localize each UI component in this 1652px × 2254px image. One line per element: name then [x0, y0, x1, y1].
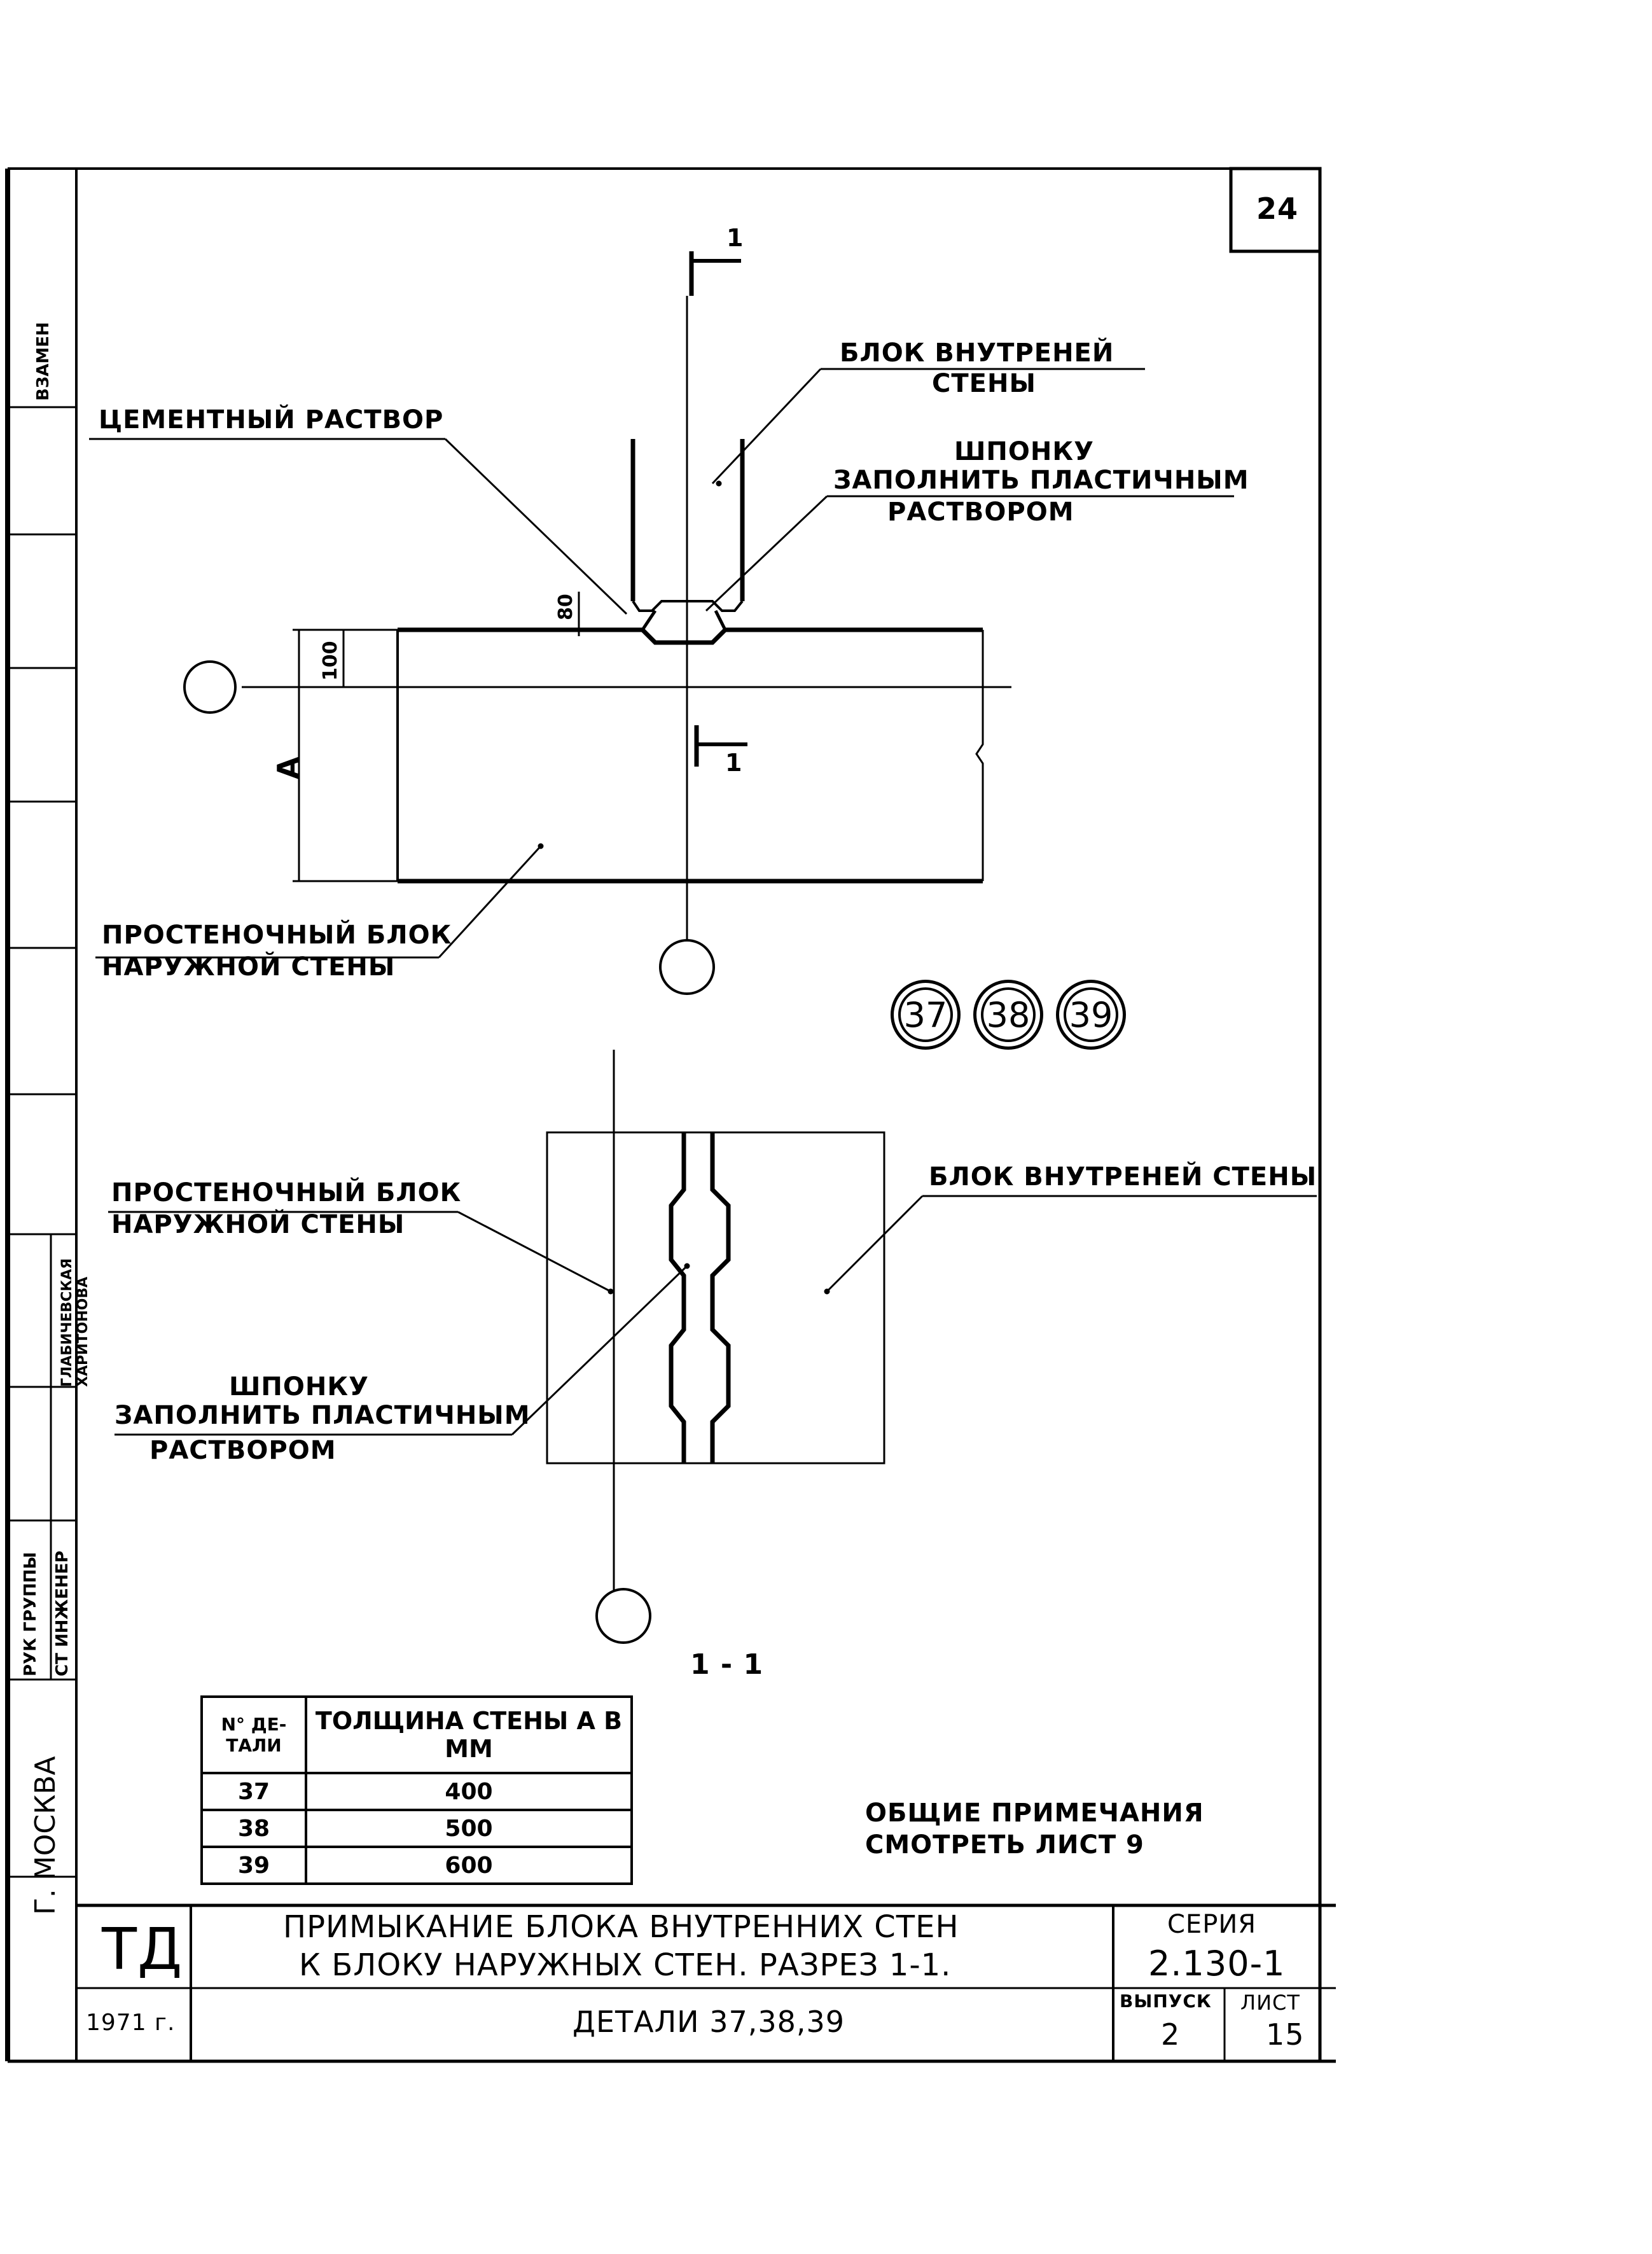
notes-line-2: СМОТРЕТЬ ЛИСТ 9 — [865, 1830, 1144, 1860]
title-subtitle: ДЕТАЛИ 37,38,39 — [573, 2005, 845, 2039]
plan-key-fill-label-2: ЗАПОЛНИТЬ ПЛАСТИЧНЫМ — [833, 466, 1249, 495]
issue-label: ВЫПУСК — [1120, 1991, 1212, 2012]
dim-80: 80 — [555, 594, 577, 620]
stamp-role-1: РУК ГРУППЫ — [21, 1552, 40, 1676]
sheet-value: 15 — [1266, 2017, 1305, 2052]
section-inner-wall-label: БЛОК ВНУТРЕНЕЙ СТЕНЫ — [929, 1162, 1317, 1192]
title-year: 1971 г. — [86, 2010, 176, 2036]
section-marker-top-label: 1 — [726, 224, 744, 252]
table-cell: 400 — [305, 1772, 633, 1811]
table-row: 38 500 — [200, 1809, 633, 1848]
plan-key-fill-label-3: РАСТВОРОМ — [887, 497, 1074, 527]
plan-key-fill-label-1: ШПОНКУ — [954, 437, 1094, 466]
title-line-1: ПРИМЫКАНИЕ БЛОКА ВНУТРЕННИХ СТЕН — [283, 1909, 959, 1945]
section-key-fill-label-3: РАСТВОРОМ — [149, 1436, 337, 1465]
sheet-number: 24 — [1256, 191, 1299, 226]
table-cell: 600 — [305, 1846, 633, 1885]
plan-outer-pier-label-1: ПРОСТЕНОЧНЫЙ БЛОК — [102, 921, 452, 950]
detail-marker-37: 37 — [891, 980, 961, 1050]
series-label: СЕРИЯ — [1167, 1910, 1257, 1939]
stamp-city: Г. МОСКВА — [29, 1756, 62, 1915]
plan-outer-pier-label-2: НАРУЖНОЙ СТЕНЫ — [102, 952, 396, 982]
table-header-detail: N° ДЕ-ТАЛИ — [200, 1695, 307, 1774]
table-row: 37 400 — [200, 1772, 633, 1811]
plan-inner-wall-label-2: СТЕНЫ — [932, 369, 1036, 398]
sheet-number-box — [1229, 167, 1322, 253]
plan-inner-wall-label-1: БЛОК ВНУТРЕНЕЙ — [840, 338, 1114, 368]
section-view — [108, 1050, 1317, 1644]
title-block-frame — [76, 1903, 1336, 2061]
table-header-thickness: ТОЛЩИНА СТЕНЫ А В ММ — [305, 1695, 633, 1774]
table-row: 39 600 — [200, 1846, 633, 1885]
table-cell: 37 — [200, 1772, 307, 1811]
series-value: 2.130-1 — [1148, 1944, 1286, 1984]
section-key-fill-label-1: ШПОНКУ — [229, 1372, 369, 1402]
sheet-frame — [5, 167, 1336, 2063]
table-cell: 38 — [200, 1809, 307, 1848]
detail-marker-38: 38 — [973, 980, 1043, 1050]
sheet-label: ЛИСТ — [1240, 1991, 1300, 2015]
title-line-2: К БЛОКУ НАРУЖНЫХ СТЕН. РАЗРЕЗ 1-1. — [299, 1947, 952, 1983]
plan-cement-mortar-label: ЦЕМЕНТНЫЙ РАСТВОР — [99, 405, 444, 435]
section-outer-pier-label-2: НАРУЖНОЙ СТЕНЫ — [111, 1210, 405, 1239]
stamp-role-2: СТ ИНЖЕНЕР — [53, 1550, 72, 1676]
stamp-name-1: ГЛАБИЧЕВСКАЯ — [59, 1258, 75, 1387]
stamp-replaces: ВЗАМЕН — [34, 322, 53, 401]
title-logo: ТД — [102, 1916, 183, 1983]
table-cell: 39 — [200, 1846, 307, 1885]
notes-line-1: ОБЩИЕ ПРИМЕЧАНИЯ — [865, 1798, 1204, 1828]
dim-a: A — [271, 756, 305, 779]
issue-value: 2 — [1161, 2017, 1181, 2052]
section-title: 1 - 1 — [690, 1648, 764, 1681]
plan-view — [89, 251, 1234, 995]
section-outer-pier-label-1: ПРОСТЕНОЧНЫЙ БЛОК — [111, 1178, 462, 1207]
table-cell: 500 — [305, 1809, 633, 1848]
section-key-fill-label-2: ЗАПОЛНИТЬ ПЛАСТИЧНЫМ — [115, 1401, 531, 1430]
thickness-table: N° ДЕ-ТАЛИ ТОЛЩИНА СТЕНЫ А В ММ 37 400 3… — [200, 1695, 633, 1885]
section-marker-lower-label: 1 — [725, 749, 743, 777]
stamp-name-2: ХАРИТОНОВА — [75, 1276, 91, 1387]
detail-marker-39: 39 — [1056, 980, 1126, 1050]
dim-100: 100 — [319, 641, 342, 681]
